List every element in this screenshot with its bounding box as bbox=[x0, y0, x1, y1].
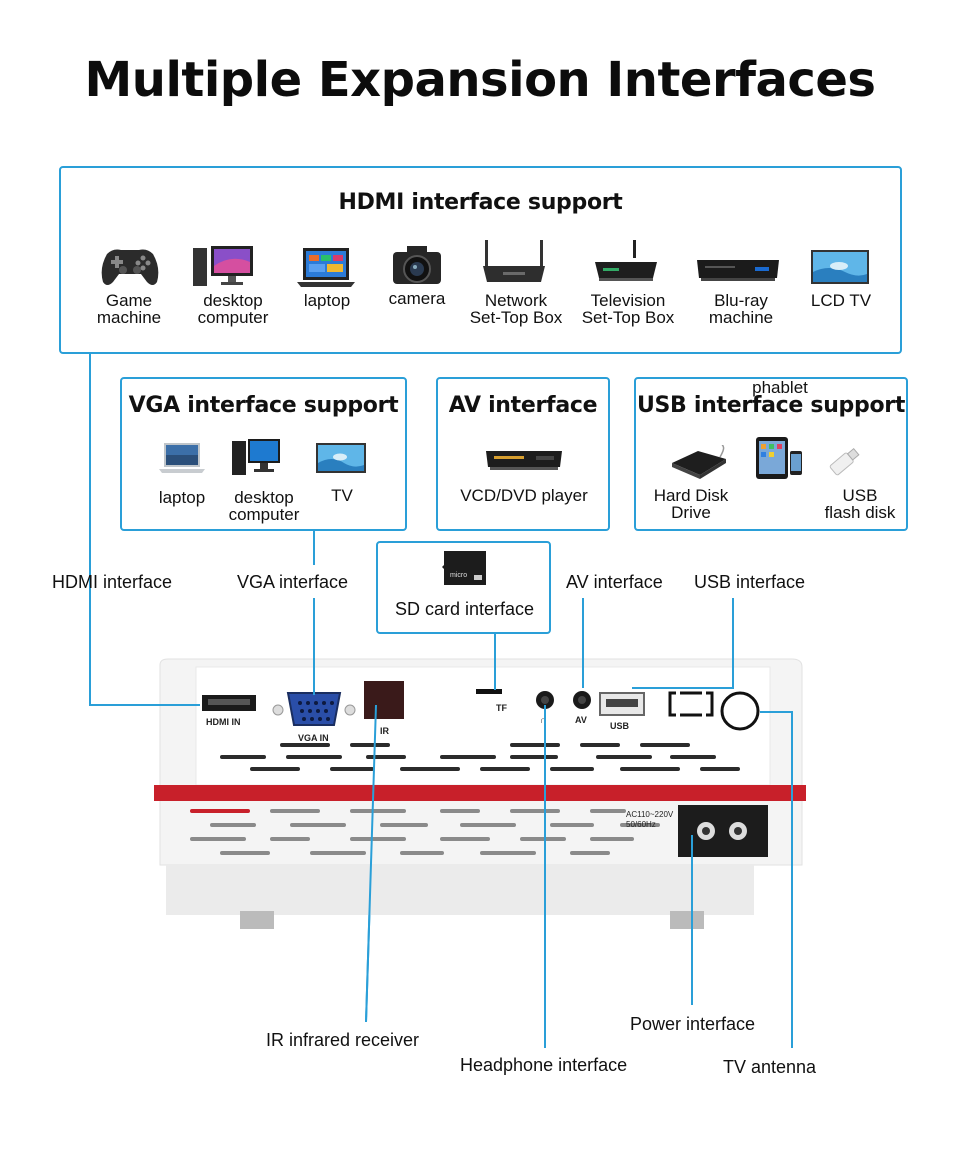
tf-card-slot bbox=[476, 689, 502, 694]
av-panel-title: AV interface bbox=[448, 393, 598, 418]
vga-panel-title: VGA interface support bbox=[128, 393, 399, 418]
device-label: Blu-ray machine bbox=[708, 291, 774, 327]
vga-port-label: VGA IN bbox=[298, 733, 329, 743]
device-label: phablet bbox=[752, 378, 808, 397]
laptop-icon bbox=[159, 443, 205, 473]
hdmi-interface-callout: HDMI interface bbox=[52, 572, 173, 592]
hdmi-support-panel: HDMI interface support Game machine desk… bbox=[59, 166, 902, 354]
device-label: desktop computer bbox=[228, 488, 300, 524]
sd-card-icon: micro bbox=[442, 551, 486, 585]
network-set-top-box-icon bbox=[483, 240, 545, 282]
dvd-player-icon bbox=[486, 451, 562, 470]
device-label: Hard Disk Drive bbox=[653, 486, 729, 522]
vga-port bbox=[286, 692, 342, 726]
device-label: camera bbox=[388, 289, 446, 308]
vga-interface-callout: VGA interface bbox=[237, 572, 349, 592]
av-interface-callout: AV interface bbox=[566, 572, 663, 592]
blu-ray-player-icon bbox=[697, 260, 779, 281]
power-socket bbox=[678, 805, 768, 857]
av-interface-panel: AV interface VCD/DVD player bbox=[436, 377, 610, 531]
camera-icon bbox=[393, 246, 441, 284]
projector-rear-panel: HDMI IN VGA IN IR TF ∩ AV USB AC110~220V… bbox=[154, 658, 806, 929]
device-label: laptop bbox=[303, 291, 351, 310]
vga-support-panel: VGA interface support laptop desktop com… bbox=[120, 377, 407, 531]
hdmi-panel-title: HDMI interface support bbox=[338, 190, 623, 215]
usb-interface-callout: USB interface bbox=[694, 572, 806, 592]
headphone-jack-symbol: ∩ bbox=[540, 715, 546, 725]
device-label: USB flash disk bbox=[824, 486, 896, 522]
power-interface-callout: Power interface bbox=[630, 1014, 756, 1034]
lcd-tv-icon bbox=[811, 250, 869, 284]
tf-label: TF bbox=[496, 703, 507, 713]
device-label: laptop bbox=[158, 488, 206, 507]
usb-flash-disk-icon bbox=[829, 447, 860, 476]
hard-disk-icon bbox=[672, 445, 726, 479]
device-label: Television Set-Top Box bbox=[581, 291, 675, 327]
tv-set-top-box-icon bbox=[595, 240, 657, 281]
device-label: Game machine bbox=[96, 291, 162, 327]
device-label: Network Set-Top Box bbox=[469, 291, 563, 327]
hdmi-port-label: HDMI IN bbox=[206, 717, 241, 727]
sd-card-label: SD card interface bbox=[394, 599, 535, 619]
svg-text:micro: micro bbox=[450, 572, 467, 579]
phablet-icon bbox=[756, 437, 802, 479]
ir-receiver-window bbox=[364, 681, 404, 719]
tv-antenna-callout: TV antenna bbox=[723, 1057, 817, 1077]
gamepad-icon bbox=[101, 249, 159, 285]
laptop-icon bbox=[297, 248, 355, 287]
device-label: LCD TV bbox=[810, 291, 872, 310]
av-port-label: AV bbox=[575, 715, 587, 725]
reserved-port-outline bbox=[668, 691, 714, 717]
desktop-computer-icon bbox=[193, 246, 253, 286]
ir-label: IR bbox=[380, 726, 390, 736]
device-label: VCD/DVD player bbox=[460, 486, 588, 505]
ir-receiver-callout: IR infrared receiver bbox=[266, 1030, 420, 1050]
power-frequency-label: 50/60Hz bbox=[626, 820, 656, 829]
headphone-interface-callout: Headphone interface bbox=[460, 1055, 628, 1075]
page-title: Multiple Expansion Interfaces bbox=[84, 52, 876, 108]
usb-support-panel: USB interface support Hard Disk Drive ph… bbox=[634, 377, 908, 531]
desktop-computer-icon bbox=[232, 439, 280, 475]
tv-icon bbox=[316, 443, 366, 473]
tv-antenna-port bbox=[720, 691, 760, 731]
usb-port-label: USB bbox=[610, 721, 630, 731]
power-rating-label: AC110~220V bbox=[626, 810, 674, 819]
usb-panel-title: USB interface support bbox=[636, 393, 906, 418]
sd-card-panel: micro SD card interface bbox=[376, 541, 551, 634]
device-label: desktop computer bbox=[197, 291, 269, 327]
device-label: TV bbox=[331, 486, 353, 505]
